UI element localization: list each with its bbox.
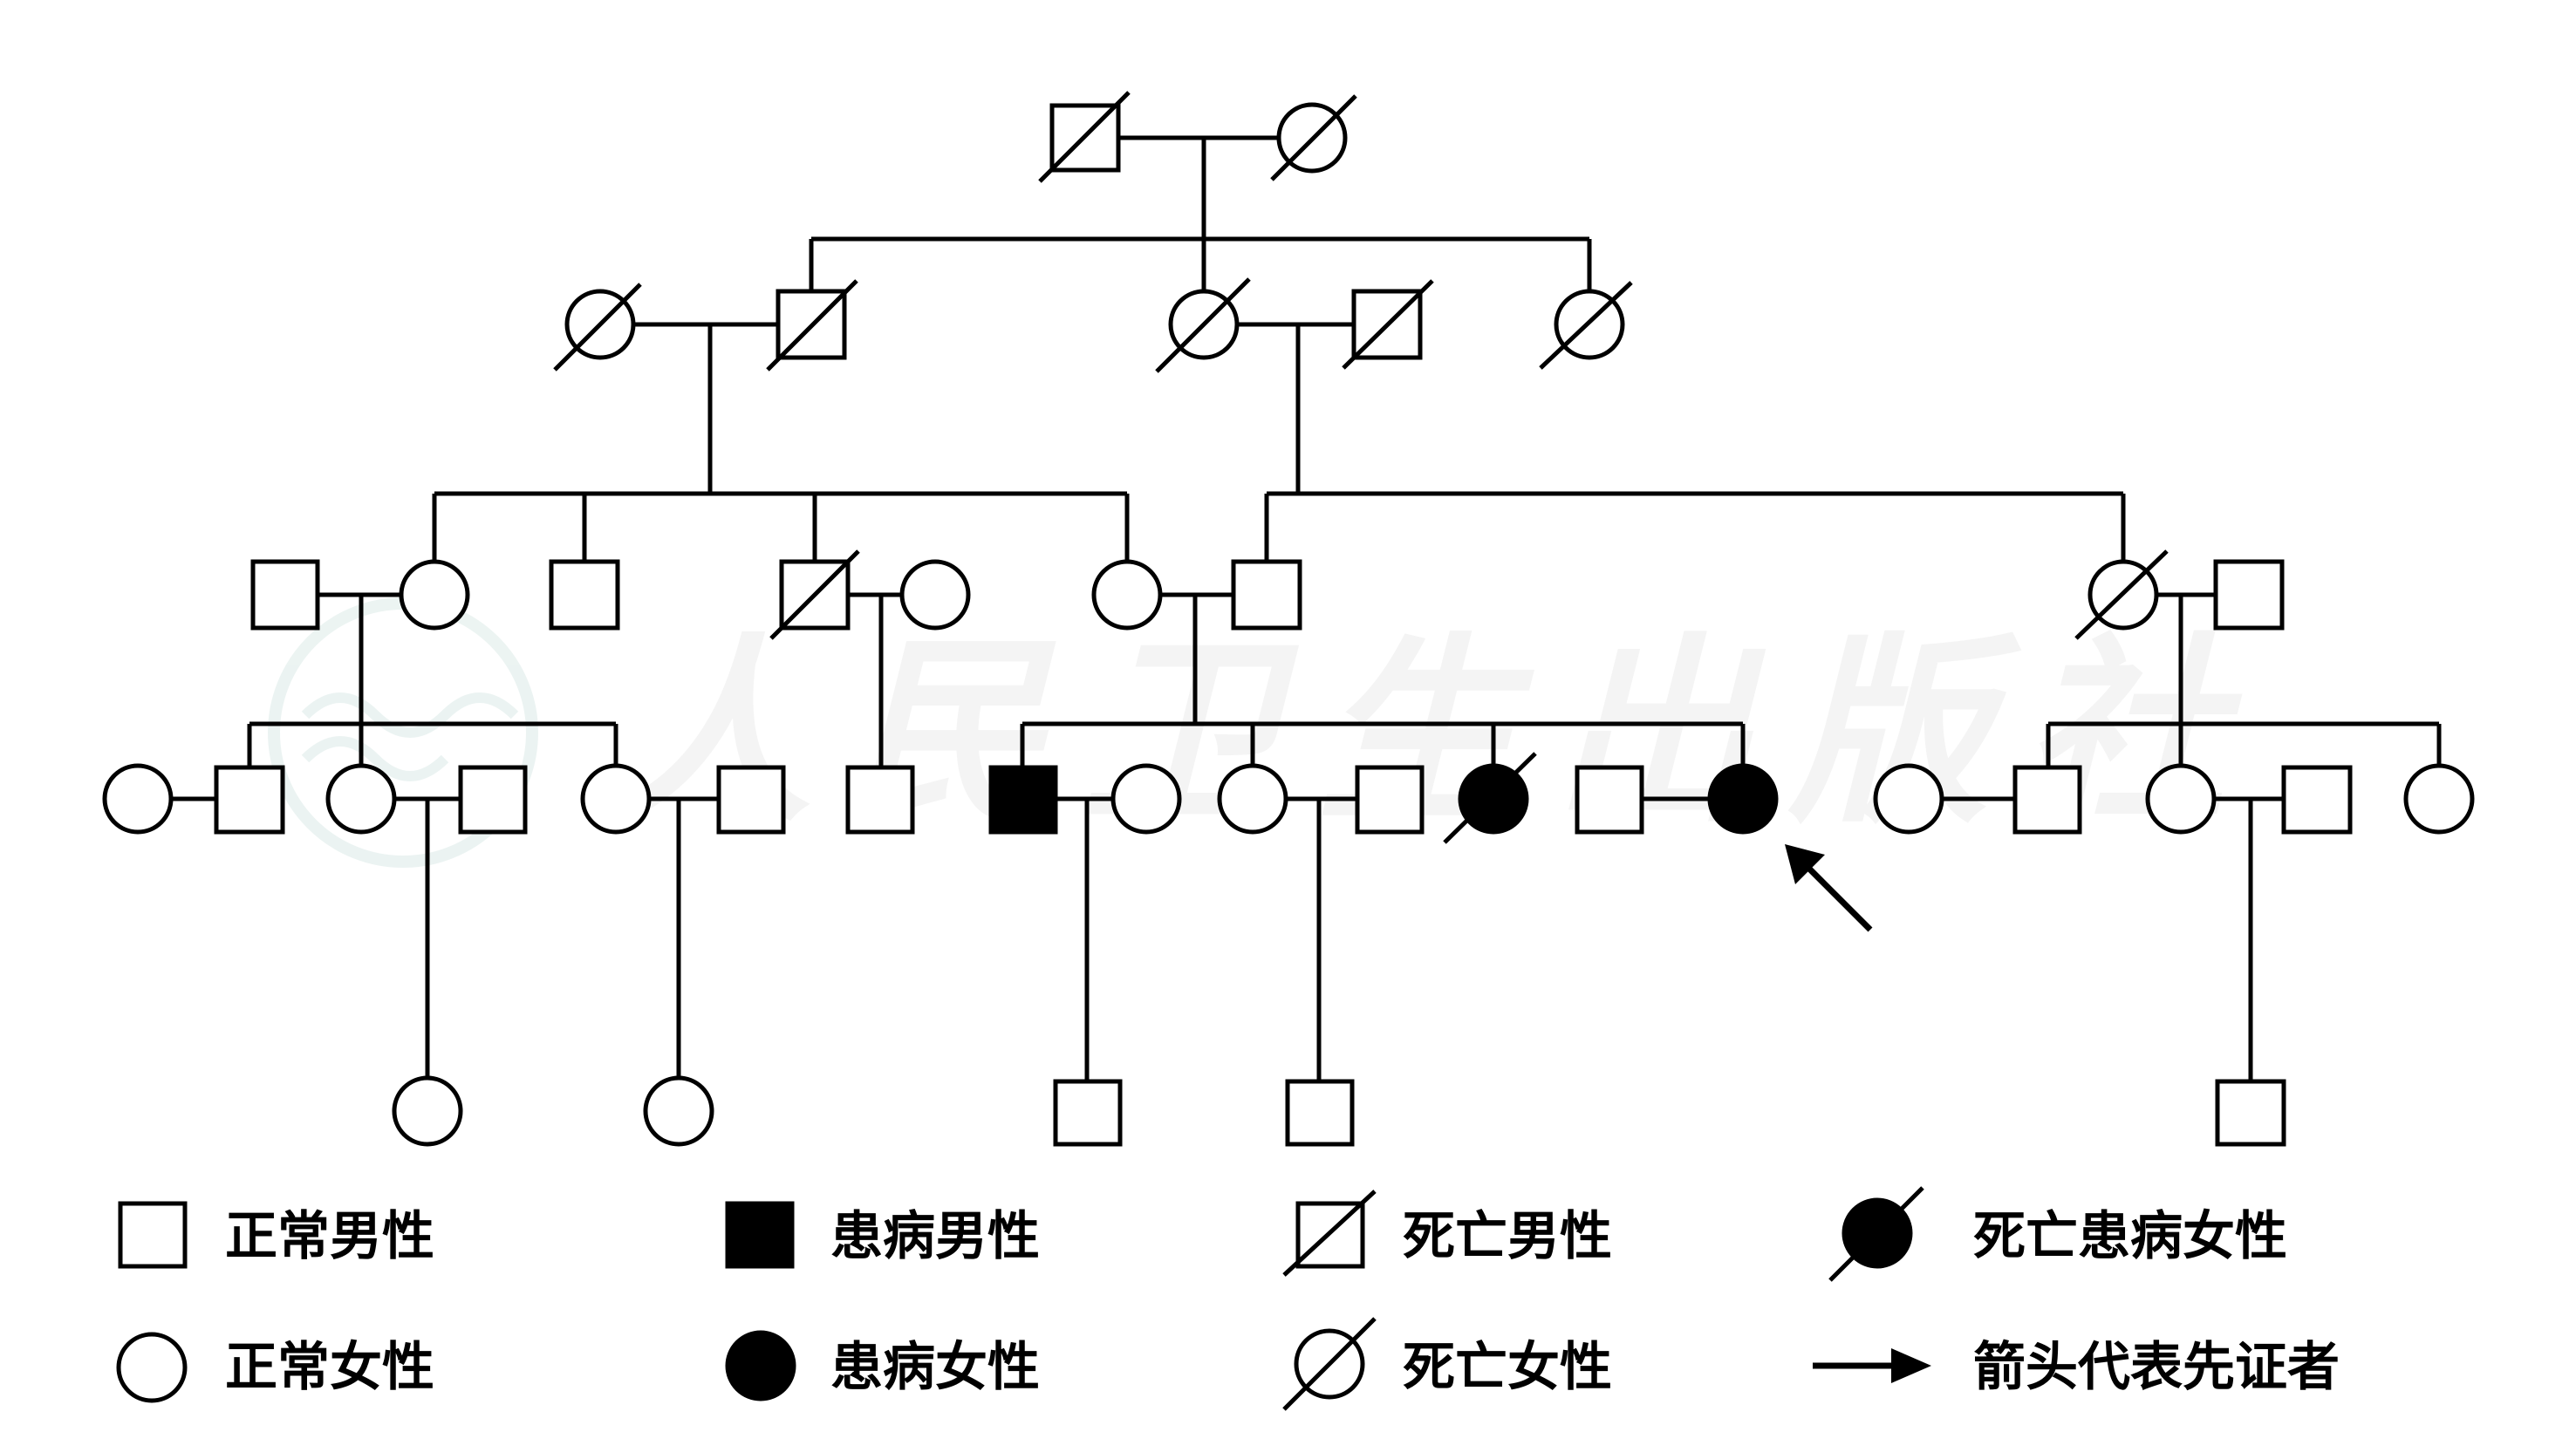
normal-female-symbol: [2145, 763, 2217, 835]
normal-male-symbol: [1285, 1079, 1355, 1147]
normal-female-symbol: [325, 763, 397, 835]
legend-label-normal-male: 正常男性: [225, 1206, 434, 1267]
legend-item-normal-female: 正常女性: [116, 1332, 434, 1403]
normal-male-symbol: [1231, 559, 1302, 631]
normal-male-symbol: [250, 559, 320, 631]
normal-male-symbol: [458, 765, 528, 835]
affected-male-symbol: [988, 765, 1058, 835]
normal-male-symbol: [2213, 559, 2285, 631]
deceased-slash: [1342, 279, 1434, 370]
deceased-slash: [1270, 94, 1357, 181]
legend-affected-male-icon: [725, 1201, 795, 1269]
proband-arrow-shaft: [1801, 861, 1873, 932]
normal-male-symbol: [2012, 765, 2082, 835]
deceased-slash: [1443, 752, 1537, 844]
legend-arrow-head-icon: [1891, 1348, 1931, 1383]
normal-female-symbol: [392, 1075, 463, 1147]
legend-deceased-affected-female-slash: [1828, 1186, 1924, 1282]
normal-female-symbol: [399, 559, 470, 631]
normal-male-symbol: [1355, 765, 1425, 835]
legend-item-deceased-female: 死亡女性: [1282, 1317, 1612, 1411]
normal-female-symbol: [1873, 763, 1944, 835]
legend-deceased-male-slash: [1282, 1190, 1377, 1277]
deceased-slash: [2074, 549, 2169, 640]
pedigree-symbols: [102, 102, 2475, 1147]
deceased-slash: [1038, 91, 1131, 183]
normal-male-symbol: [2215, 1079, 2286, 1147]
normal-female-symbol: [2403, 763, 2475, 835]
legend-item-deceased-male: 死亡男性: [1282, 1190, 1612, 1277]
legend-label-affected-male: 患病男性: [830, 1206, 1040, 1267]
normal-female-symbol: [899, 559, 971, 631]
legend-item-proband-arrow: 箭头代表先证者: [1813, 1337, 2340, 1398]
normal-male-symbol: [1053, 1079, 1123, 1147]
legend-item-deceased-affected-female: 死亡患病女性: [1828, 1186, 2287, 1282]
deceased-slashes: [553, 91, 2169, 844]
normal-female-symbol: [580, 763, 652, 835]
normal-male-symbol: [549, 559, 620, 631]
deceased-slash: [766, 279, 858, 372]
legend-label-normal-female: 正常女性: [225, 1337, 434, 1398]
normal-female-symbol: [643, 1075, 714, 1147]
legend-label-deceased-female: 死亡女性: [1403, 1337, 1612, 1398]
legend-affected-female-icon: [725, 1330, 796, 1401]
deceased-slash: [1539, 281, 1633, 370]
legend-label-deceased-affected-female: 死亡患病女性: [1973, 1206, 2287, 1267]
legend-label-affected-female: 患病女性: [830, 1337, 1040, 1398]
legend: 正常男性 患病男性 死亡男性 死亡患病女性 正常女性 患病女性 死亡女性: [116, 1186, 2340, 1411]
normal-male-symbol: [845, 765, 915, 835]
deceased-affected-female-symbol: [1458, 763, 1529, 835]
legend-normal-female-icon: [116, 1332, 188, 1403]
pedigree-lines: [171, 135, 2442, 1081]
normal-female-symbol: [1091, 559, 1163, 631]
legend-label-proband-arrow: 箭头代表先证者: [1973, 1337, 2340, 1398]
legend-item-affected-male: 患病男性: [725, 1201, 1040, 1269]
legend-label-deceased-male: 死亡男性: [1403, 1206, 1612, 1267]
normal-male-symbol: [214, 765, 285, 835]
proband-arrow: [1785, 844, 1873, 932]
legend-item-normal-male: 正常男性: [118, 1201, 434, 1269]
normal-female-symbol: [102, 763, 174, 835]
legend-deceased-female-slash: [1282, 1317, 1377, 1411]
proband-arrow-head-icon: [1785, 844, 1825, 884]
deceased-slash: [769, 549, 860, 640]
watermark-logo-wave-icon: [301, 692, 519, 781]
deceased-slash: [553, 283, 642, 372]
normal-female-symbol: [1110, 763, 1182, 835]
normal-male-symbol: [2281, 765, 2353, 835]
deceased-slash: [1155, 277, 1251, 373]
normal-male-symbol: [1575, 765, 1644, 835]
legend-normal-male-icon: [118, 1201, 188, 1269]
normal-female-symbol: [1217, 763, 1288, 835]
proband-affected-female-symbol: [1707, 763, 1779, 835]
legend-item-affected-female: 患病女性: [725, 1330, 1040, 1401]
normal-male-symbol: [716, 765, 786, 835]
